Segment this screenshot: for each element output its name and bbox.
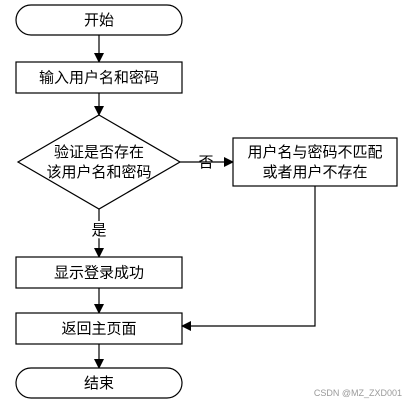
return-home-label: 返回主页面 xyxy=(61,320,136,338)
end-node: 结束 xyxy=(15,367,183,399)
decision-label-line2: 该用户名和密码 xyxy=(46,163,151,181)
decision-node: 验证是否存在 该用户名和密码 xyxy=(16,114,182,210)
error-label-line2: 或者用户不存在 xyxy=(262,163,367,181)
decision-label-line1: 验证是否存在 xyxy=(54,143,144,161)
watermark-text: CSDN @MZ_ZXD001 xyxy=(314,388,402,398)
end-label: 结束 xyxy=(84,374,114,392)
return-home-node: 返回主页面 xyxy=(15,312,183,345)
input-label: 输入用户名和密码 xyxy=(39,69,159,87)
start-label: 开始 xyxy=(84,11,114,29)
error-node: 用户名与密码不匹配 或者用户不存在 xyxy=(232,137,398,187)
success-label: 显示登录成功 xyxy=(54,264,144,282)
success-node: 显示登录成功 xyxy=(15,256,183,289)
edge-label-no: 否 xyxy=(198,153,213,171)
error-label-line1: 用户名与密码不匹配 xyxy=(247,143,382,161)
edge-label-yes: 是 xyxy=(91,221,106,239)
start-node: 开始 xyxy=(15,4,183,36)
edge-error-to-return xyxy=(181,186,316,331)
input-node: 输入用户名和密码 xyxy=(15,61,183,94)
